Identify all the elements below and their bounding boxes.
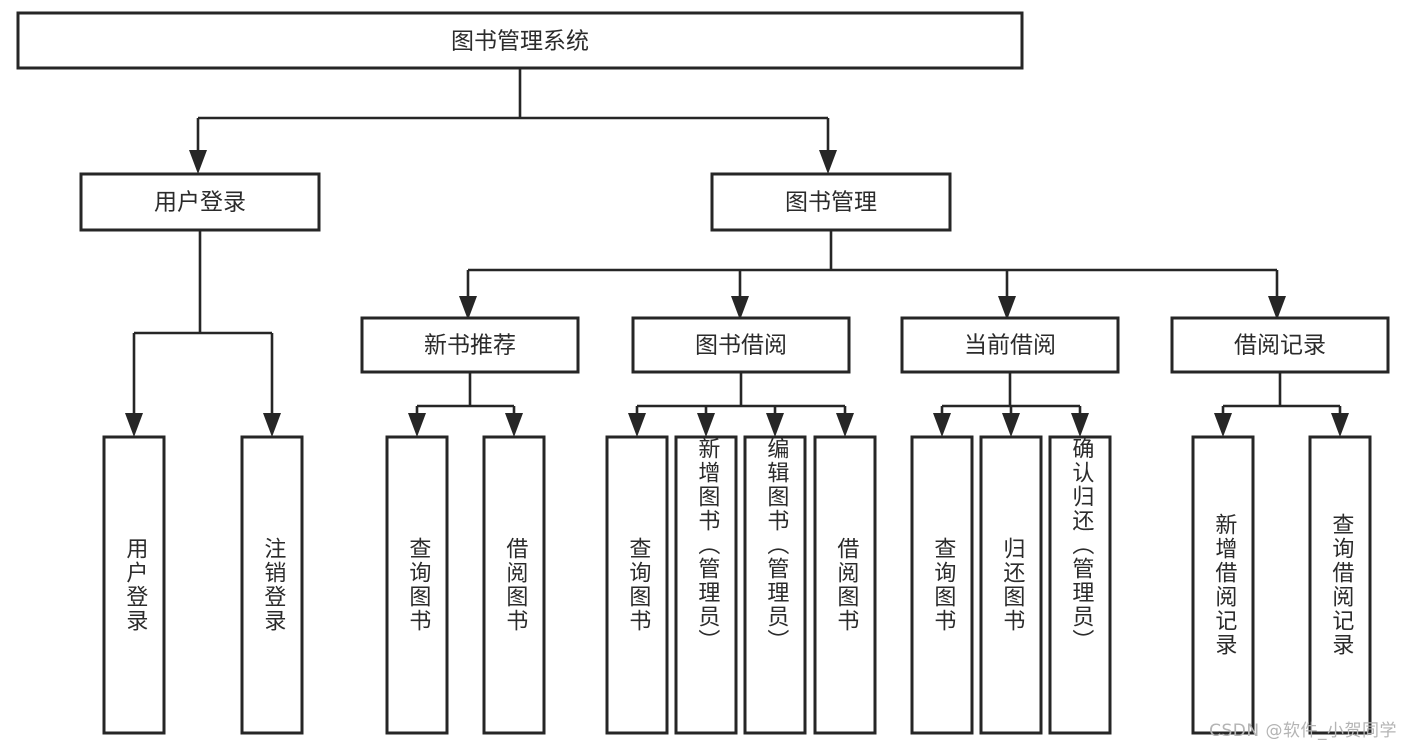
connector-new-book-recommend-to-leaves <box>408 372 523 437</box>
arrow-leaf-bb-4 <box>836 413 854 437</box>
watermark-text: CSDN @软件_小贺同学 <box>1209 721 1397 741</box>
root-label: 图书管理系统 <box>451 29 589 55</box>
book-borrow-label: 图书借阅 <box>695 333 787 359</box>
arrow-leaf-bb-1 <box>628 413 646 437</box>
arrow-leaf-nbr-2 <box>505 413 523 437</box>
arrow-to-leaf-user-login <box>125 413 143 437</box>
connector-user-login-to-leaves <box>125 230 281 437</box>
arrow-to-book-manage <box>819 150 837 174</box>
arrow-leaf-bb-3 <box>766 413 784 437</box>
arrow-leaf-br-1 <box>1214 413 1232 437</box>
node-book-borrow[interactable]: 图书借阅 <box>631 316 851 374</box>
node-book-manage[interactable]: 图书管理 <box>710 172 952 232</box>
root-box <box>16 11 1024 70</box>
arrow-to-user-login <box>189 150 207 174</box>
node-borrow-record[interactable]: 借阅记录 <box>1170 316 1390 374</box>
new-book-recommend-label: 新书推荐 <box>424 333 516 359</box>
leaf-box-cb-confirm-return[interactable] <box>1048 435 1112 735</box>
user-login-label: 用户登录 <box>154 190 246 216</box>
arrow-to-leaf-logout <box>263 413 281 437</box>
arrow-leaf-bb-2 <box>697 413 715 437</box>
arrow-to-new-book-recommend <box>459 296 477 320</box>
connector-current-borrow-to-leaves <box>933 372 1089 437</box>
node-new-book-recommend[interactable]: 新书推荐 <box>360 316 580 374</box>
leaf-box-cb-return-book[interactable] <box>979 435 1043 735</box>
leaf-box-nbr-borrow-book[interactable] <box>482 435 546 735</box>
current-borrow-box <box>900 316 1120 374</box>
node-user-login[interactable]: 用户登录 <box>79 172 321 232</box>
connector-book-manage-to-level2 <box>459 230 1286 320</box>
leaf-box-nbr-query-book[interactable] <box>385 435 449 735</box>
node-root[interactable]: 图书管理系统 <box>16 11 1024 70</box>
arrow-leaf-cb-2 <box>1002 413 1020 437</box>
leaf-box-bb-edit-book[interactable] <box>743 435 807 735</box>
leaf-box-br-add-record[interactable] <box>1191 435 1255 735</box>
new-book-recommend-box <box>360 316 580 374</box>
leaf-box-bb-query-book[interactable] <box>605 435 669 735</box>
leaf-box-cb-query-book[interactable] <box>910 435 974 735</box>
leaf-box-user-login[interactable] <box>102 435 166 735</box>
arrow-to-current-borrow <box>998 296 1016 320</box>
connector-book-borrow-to-leaves <box>628 372 854 437</box>
leaf-box-logout[interactable] <box>240 435 304 735</box>
current-borrow-label: 当前借阅 <box>964 333 1056 359</box>
borrow-record-label: 借阅记录 <box>1234 333 1326 359</box>
node-current-borrow[interactable]: 当前借阅 <box>900 316 1120 374</box>
arrow-leaf-cb-3 <box>1071 413 1089 437</box>
arrow-leaf-cb-1 <box>933 413 951 437</box>
user-login-box <box>79 172 321 232</box>
book-manage-label: 图书管理 <box>785 190 877 216</box>
leaf-box-bb-add-book[interactable] <box>674 435 738 735</box>
arrow-leaf-nbr-1 <box>408 413 426 437</box>
arrow-leaf-br-2 <box>1331 413 1349 437</box>
connector-borrow-record-to-leaves <box>1214 372 1349 437</box>
arrow-to-borrow-record <box>1268 296 1286 320</box>
arrow-to-book-borrow <box>731 296 749 320</box>
leaf-box-bb-borrow-book[interactable] <box>813 435 877 735</box>
connector-root-to-level1 <box>189 68 837 174</box>
leaf-box-br-query-record[interactable] <box>1308 435 1372 735</box>
